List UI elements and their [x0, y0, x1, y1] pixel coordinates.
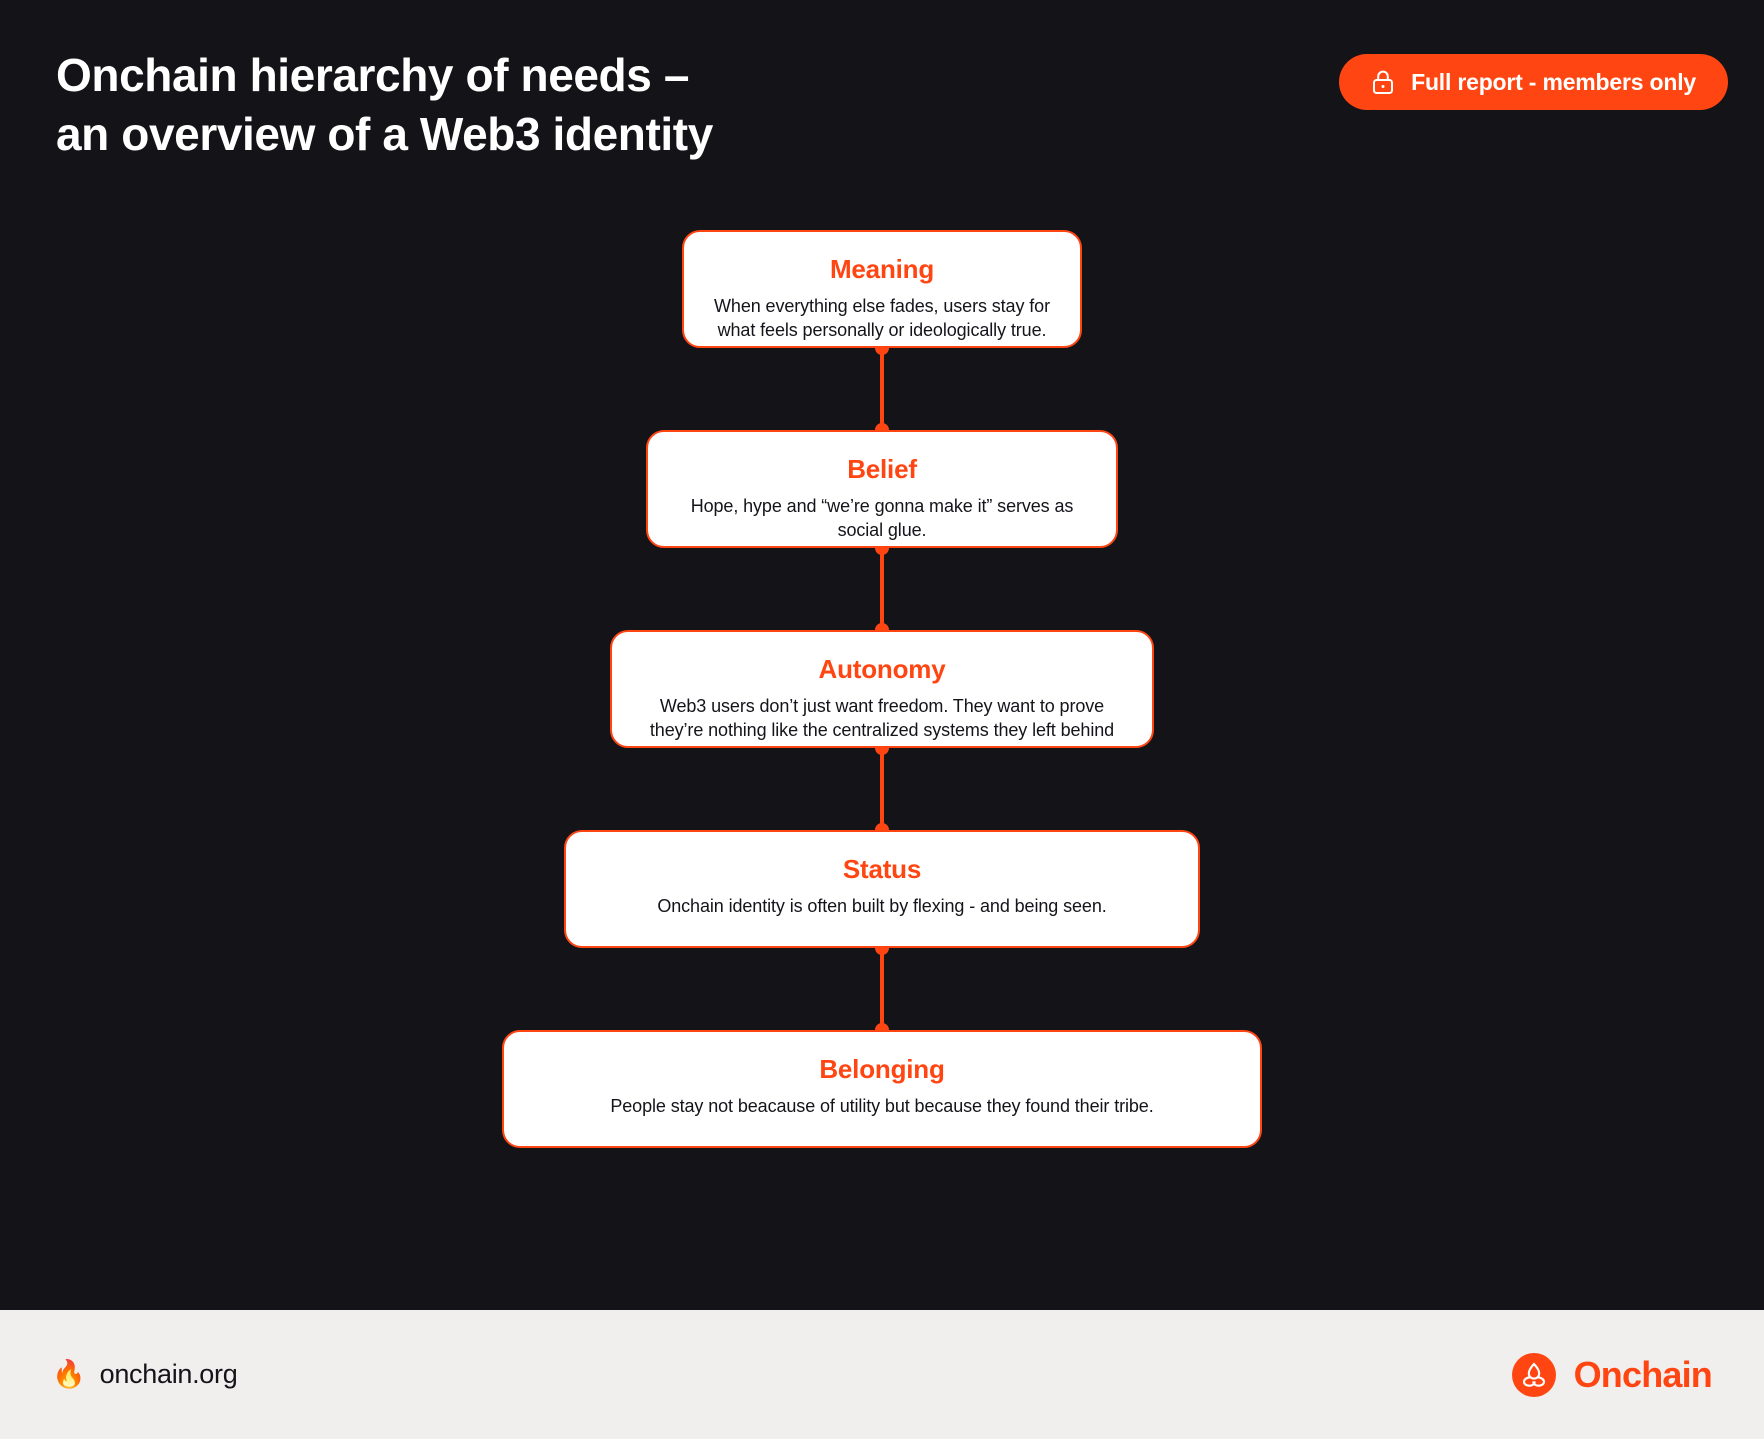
full-report-button[interactable]: Full report - members only	[1339, 54, 1728, 110]
card-description: Web3 users don’t just want freedom. They…	[649, 696, 1115, 741]
card-belonging[interactable]: Belonging People stay not beacause of ut…	[502, 1030, 1262, 1148]
card-title: Autonomy	[818, 654, 946, 684]
pyramid-level-autonomy: Autonomy Web3 users don’t just want free…	[610, 630, 1154, 748]
card-status[interactable]: Status Onchain identity is often built b…	[564, 830, 1200, 948]
card-description: When everything else fades, users stay f…	[714, 296, 1050, 341]
brand-name-label: Onchain	[1573, 1353, 1713, 1395]
site-url-label: onchain.org	[99, 1359, 238, 1389]
flame-icon: 🔥	[52, 1359, 86, 1389]
connector-line	[880, 748, 884, 830]
pyramid-level-status: Status Onchain identity is often built b…	[564, 830, 1200, 948]
card-belief[interactable]: Belief Hope, hype and “we’re gonna make …	[646, 430, 1118, 548]
card-title: Belonging	[819, 1054, 945, 1084]
footer-brand: Onchain	[1510, 1351, 1713, 1399]
pyramid-level-belief: Belief Hope, hype and “we’re gonna make …	[646, 430, 1118, 548]
pyramid-levels: Meaning When everything else fades, user…	[0, 230, 1764, 1148]
card-description: Hope, hype and “we’re gonna make it” ser…	[690, 496, 1074, 541]
pyramid-level-meaning: Meaning When everything else fades, user…	[682, 230, 1082, 348]
lock-icon	[1373, 70, 1394, 94]
footer-site[interactable]: 🔥 onchain.org	[52, 1359, 238, 1390]
footer: 🔥 onchain.org Onchain	[0, 1310, 1764, 1439]
header: Onchain hierarchy of needs – an overview…	[0, 0, 1764, 200]
page-title: Onchain hierarchy of needs – an overview…	[56, 49, 713, 160]
card-title: Meaning	[829, 254, 935, 284]
connector-line	[880, 548, 884, 630]
connector-line	[880, 948, 884, 1030]
card-autonomy[interactable]: Autonomy Web3 users don’t just want free…	[610, 630, 1154, 748]
card-title: Status	[842, 854, 922, 884]
onchain-logo-icon	[1511, 1352, 1556, 1397]
hierarchy-pyramid: Meaning When everything else fades, user…	[0, 200, 1764, 1310]
full-report-button-label: Full report - members only	[1411, 68, 1696, 95]
card-description: Onchain identity is often built by flexi…	[657, 896, 1107, 917]
connector-line	[880, 348, 884, 430]
card-meaning[interactable]: Meaning When everything else fades, user…	[682, 230, 1082, 348]
pyramid-level-belonging: Belonging People stay not beacause of ut…	[502, 1030, 1262, 1148]
card-description: People stay not beacause of utility but …	[610, 1096, 1154, 1117]
card-title: Belief	[847, 454, 917, 484]
